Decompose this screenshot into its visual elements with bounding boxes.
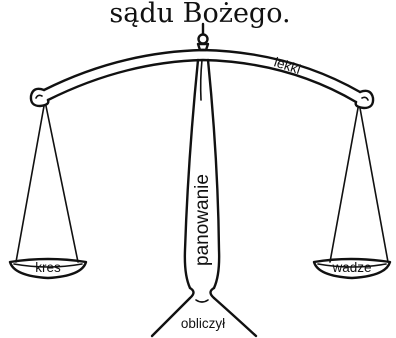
- label-obliczyl: obliczył: [181, 316, 225, 331]
- label-wadze: wadze: [331, 260, 371, 275]
- central-column: [183, 58, 221, 300]
- label-panowanie: panowanie: [192, 174, 213, 266]
- right-pan: [312, 107, 392, 280]
- balance-beam: [29, 48, 375, 110]
- heading-text: sądu Bożego.: [109, 0, 290, 29]
- base: [150, 296, 258, 338]
- label-kres: kres: [35, 260, 61, 275]
- left-pan: [8, 105, 88, 280]
